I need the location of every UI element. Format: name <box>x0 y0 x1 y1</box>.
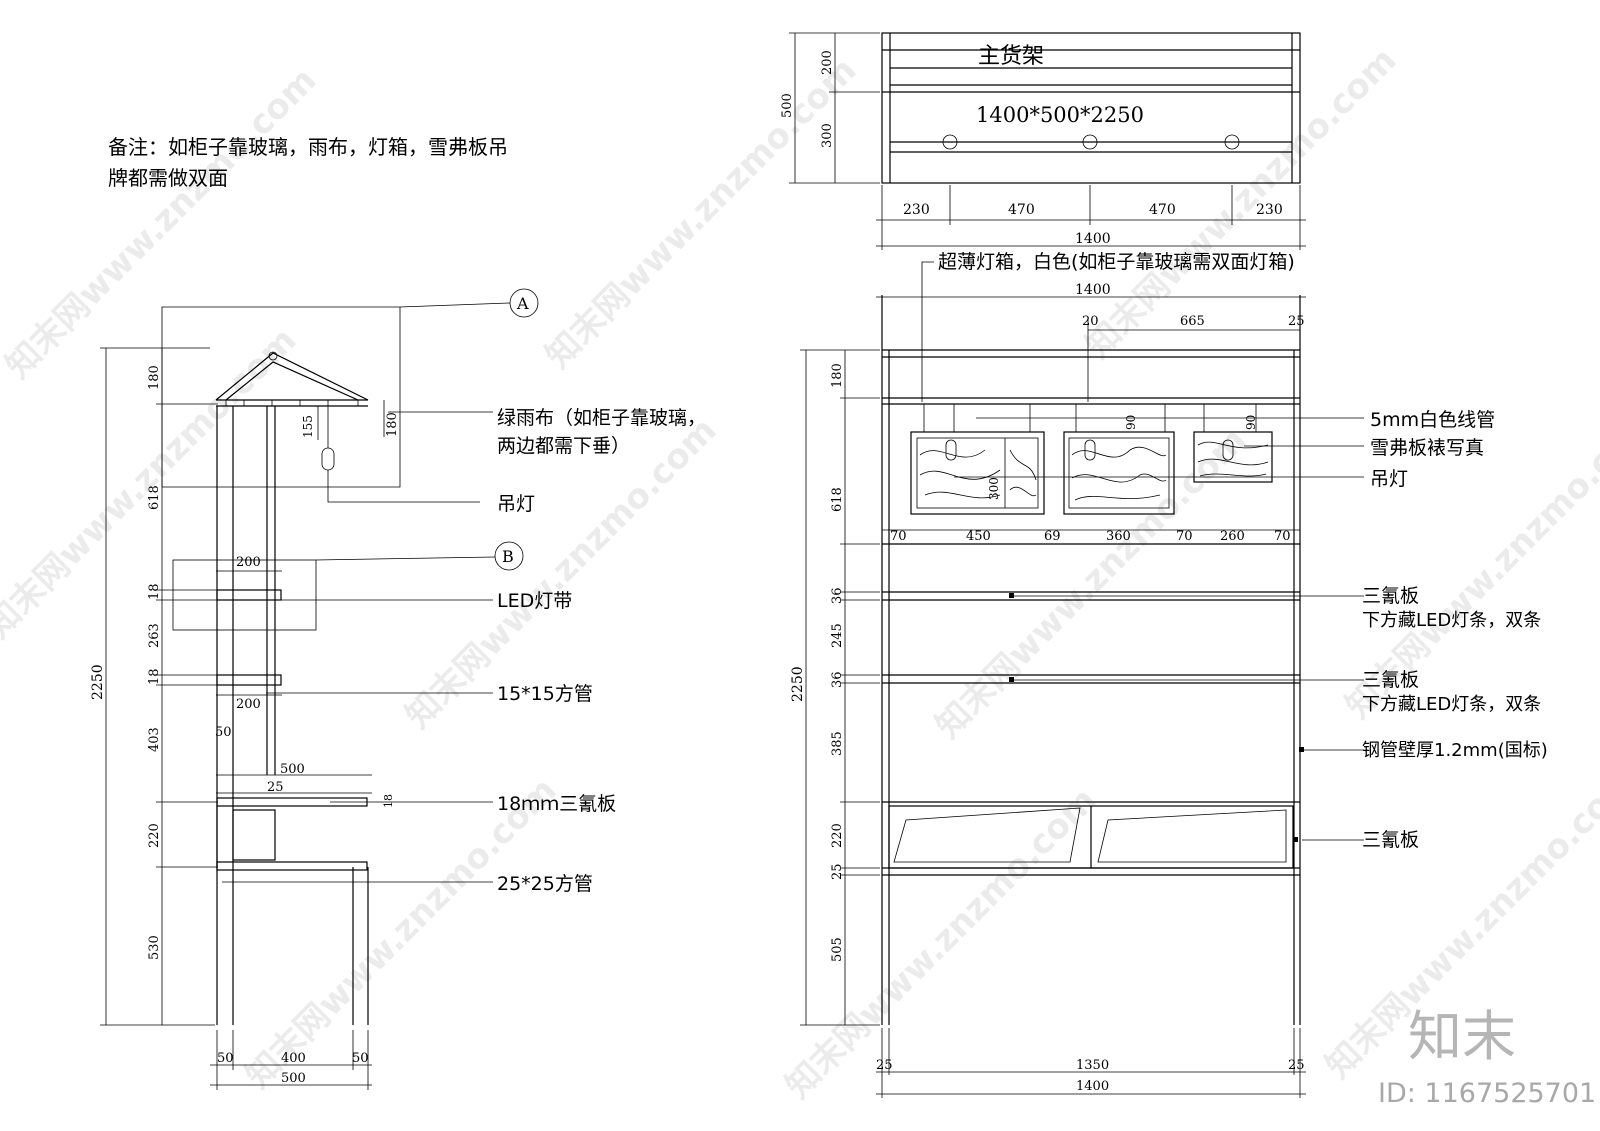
front-dim-w450: 450 <box>966 529 991 544</box>
side-callout-rain-2: 两边都需下垂） <box>497 435 630 457</box>
front-dim-t20: 20 <box>1082 314 1099 329</box>
side-callout-pendant: 吊灯 <box>497 493 535 515</box>
front-dim-v505: 505 <box>830 937 845 962</box>
front-dim-box90a: 90 <box>1124 415 1138 430</box>
side-dim-b500: 500 <box>281 1071 306 1086</box>
front-dim-v618: 618 <box>830 487 845 512</box>
front-callout-shelf1-a: 三氰板 <box>1362 585 1419 607</box>
front-dim-b1350: 1350 <box>1076 1058 1109 1073</box>
front-dim-w70b: 70 <box>1176 529 1193 544</box>
front-callout-shelf2-b: 下方藏LED灯条，双条 <box>1362 694 1541 715</box>
side-dim-500: 500 <box>280 762 305 777</box>
side-callout-board18: 18ｍｍ三氰板 <box>497 793 616 815</box>
marker-b: B <box>502 547 514 566</box>
plan-size: 1400*500*2250 <box>976 103 1144 127</box>
plan-dim-470b: 470 <box>1149 202 1176 218</box>
side-dim-220: 220 <box>147 823 162 848</box>
side-dim-r155: 155 <box>301 415 315 438</box>
front-dim-v245: 245 <box>830 623 845 648</box>
front-top-callout: 超薄灯箱，白色(如柜子靠玻璃需双面灯箱) <box>938 251 1295 273</box>
front-callout-board: 三氰板 <box>1362 829 1419 851</box>
front-dim-w260: 260 <box>1220 529 1245 544</box>
side-dim-b400: 400 <box>281 1051 306 1066</box>
plan-dim-300: 300 <box>820 123 835 148</box>
note-line-1: 备注：如柜子靠玻璃，雨布，灯箱，雪弗板吊 <box>108 135 508 159</box>
front-dim-box300: 300 <box>987 477 1001 500</box>
front-callout-wire: 5mm白色线管 <box>1370 409 1495 431</box>
front-dim-w70a: 70 <box>890 529 907 544</box>
front-dim-w360: 360 <box>1106 529 1131 544</box>
front-dim-v36b: 36 <box>830 671 845 688</box>
front-callout-shelf2-a: 三氰板 <box>1362 669 1419 691</box>
side-callout-tube25: 25*25方管 <box>497 873 593 895</box>
front-dim-b25b: 25 <box>1288 1058 1305 1073</box>
side-dim-2250: 2250 <box>90 664 106 700</box>
plan-dim-1400: 1400 <box>1075 231 1111 247</box>
watermarks: 知末网www.znzmo.com 知末网www.znzmo.com 知末网www… <box>0 40 1600 1106</box>
side-dim-25: 25 <box>267 780 284 795</box>
front-callout-steel: 钢管壁厚1.2mm(国标) <box>1362 740 1548 761</box>
front-dim-b1400: 1400 <box>1076 1079 1109 1094</box>
watermark-9: 知末网www.znzmo.com <box>778 780 1104 1106</box>
front-dim-v385: 385 <box>830 731 845 756</box>
watermark-8: 知末网www.znzmo.com <box>238 770 564 1096</box>
plan-view: 主货架 1400*500*2250 500 200 300 230 470 47… <box>780 32 1306 250</box>
side-dim-18b: 18 <box>147 668 162 685</box>
plan-dim-500: 500 <box>780 93 795 118</box>
side-dim-r18: 18 <box>382 794 395 808</box>
front-callout-pendant: 吊灯 <box>1370 468 1408 490</box>
side-dim-618: 618 <box>147 485 162 510</box>
plan-title: 主货架 <box>978 44 1044 69</box>
front-dim-2250: 2250 <box>790 666 806 702</box>
front-dim-v25: 25 <box>830 863 845 880</box>
front-callout-photo: 雪弗板裱写真 <box>1370 437 1484 459</box>
front-dim-v36a: 36 <box>830 587 845 604</box>
side-view: 2250 180 618 18 263 18 403 220 530 A <box>90 288 706 1090</box>
watermark-6: 知末网www.znzmo.com <box>928 420 1254 746</box>
watermark-2: 知末网www.znzmo.com <box>538 50 864 376</box>
brand-logo: 知末 <box>1408 1005 1516 1068</box>
plan-dim-230b: 230 <box>1256 202 1283 218</box>
plan-dim-200: 200 <box>820 50 835 75</box>
side-dim-200b: 200 <box>236 697 261 712</box>
plan-dim-470a: 470 <box>1008 202 1035 218</box>
front-dim-b25a: 25 <box>876 1058 893 1073</box>
front-dim-t665: 665 <box>1180 314 1205 329</box>
front-dim-t25: 25 <box>1288 314 1305 329</box>
front-dim-w69: 69 <box>1044 529 1061 544</box>
side-callout-rain-1: 绿雨布（如柜子靠玻璃， <box>497 407 706 429</box>
front-dim-v180: 180 <box>830 363 845 388</box>
side-dim-530: 530 <box>147 935 162 960</box>
plan-dim-230a: 230 <box>903 202 930 218</box>
front-dim-top1400: 1400 <box>1075 282 1111 298</box>
side-dim-200a: 200 <box>236 555 261 570</box>
side-callout-led: LED灯带 <box>497 590 572 612</box>
watermark-3: 知末网www.znzmo.com <box>1078 40 1404 366</box>
side-dim-263: 263 <box>147 623 162 648</box>
side-dim-403: 403 <box>147 727 162 752</box>
side-dim-180: 180 <box>147 365 162 390</box>
brand-id: ID: 1167525701 <box>1378 1078 1596 1109</box>
side-dim-r180: 180 <box>385 412 400 437</box>
side-dim-b50b: 50 <box>352 1051 369 1066</box>
side-dim-18a: 18 <box>147 583 162 600</box>
front-dim-w70c: 70 <box>1274 529 1291 544</box>
marker-a: A <box>516 294 529 313</box>
note-line-2: 牌都需做双面 <box>108 166 228 190</box>
side-callout-tube15: 15*15方管 <box>497 683 593 705</box>
front-view: 超薄灯箱，白色(如柜子靠玻璃需双面灯箱) 1400 20 665 25 <box>790 251 1548 1098</box>
front-dim-box90b: 90 <box>1244 415 1258 430</box>
side-dim-b50a: 50 <box>217 1051 234 1066</box>
side-dim-50: 50 <box>215 725 232 740</box>
front-callout-shelf1-b: 下方藏LED灯条，双条 <box>1362 610 1541 631</box>
front-dim-v220: 220 <box>830 823 845 848</box>
